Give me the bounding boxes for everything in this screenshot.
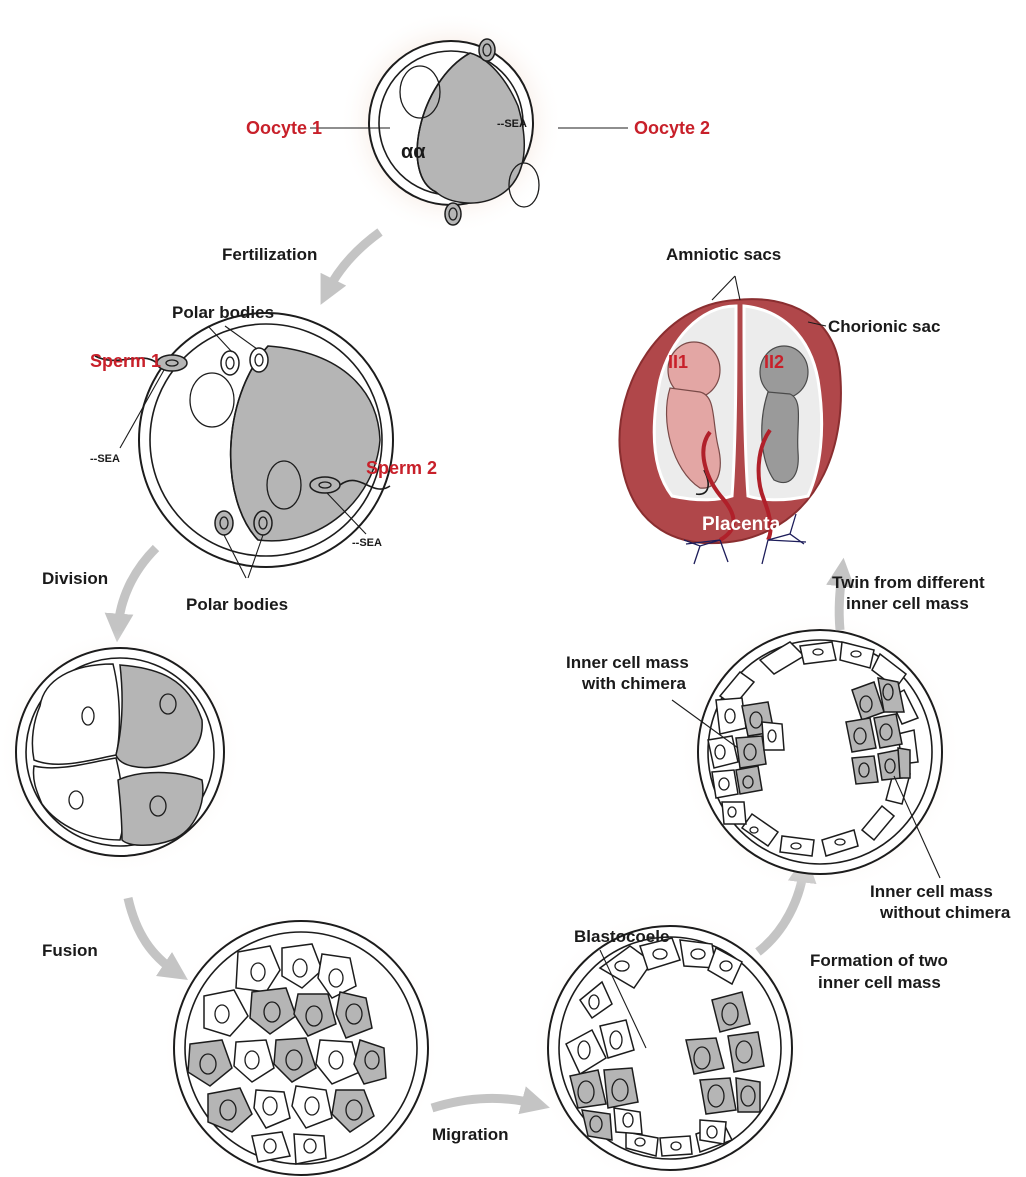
division-arrow (118, 548, 156, 628)
stage-fusion (161, 908, 441, 1177)
polar-body (250, 348, 268, 372)
polar-body (215, 511, 233, 535)
icm-without-chimera-line2: without chimera (879, 903, 1011, 922)
migration-arrow (432, 1098, 536, 1108)
migration-label: Migration (432, 1125, 509, 1144)
formation-label-line1: Formation of two (810, 951, 948, 970)
polar-body (254, 511, 272, 535)
ii1-label: II1 (668, 352, 688, 372)
fusion-label: Fusion (42, 941, 98, 960)
placenta-label: Placenta (702, 514, 781, 535)
icm-with-chimera-line2: with chimera (581, 674, 686, 693)
polar-body (221, 351, 239, 375)
stage-two-icm (672, 610, 962, 894)
sea-label-oocyte: --SEA (497, 118, 527, 130)
polar-bodies-bottom-label: Polar bodies (186, 595, 288, 614)
icm-without-chimera-line1: Inner cell mass (870, 882, 993, 901)
stage-oocytes: αα --SEA Oocyte 1 Oocyte 2 (246, 11, 710, 235)
twin-label-line1: Twin from different (832, 573, 985, 592)
polar-body (479, 39, 495, 61)
fertilization-label: Fertilization (222, 245, 317, 264)
sperm-1-label: Sperm 1 (90, 351, 161, 371)
polar-body (445, 203, 461, 225)
icm-with-chimera-line1: Inner cell mass (566, 653, 689, 672)
oocyte-1-label: Oocyte 1 (246, 118, 322, 138)
chorionic-sac-label: Chorionic sac (828, 317, 940, 336)
division-label: Division (42, 569, 108, 588)
sea-label-sperm-2: --SEA (352, 537, 382, 549)
ii2-label: II2 (764, 352, 784, 372)
fertilization-arrow (327, 232, 380, 292)
blastocoele-label: Blastocoele (574, 927, 669, 946)
alpha-label: αα (401, 141, 426, 163)
oocyte-2-label: Oocyte 2 (634, 118, 710, 138)
amniotic-sacs-label: Amniotic sacs (666, 245, 781, 264)
fusion-arrow (128, 898, 176, 972)
sperm-2-label: Sperm 2 (366, 458, 437, 478)
twin-label-line2: inner cell mass (846, 594, 969, 613)
formation-label-line2: inner cell mass (818, 973, 941, 992)
polar-bodies-top-label: Polar bodies (172, 303, 274, 322)
stage-division (0, 630, 242, 874)
sea-label-sperm-1: --SEA (90, 453, 120, 465)
